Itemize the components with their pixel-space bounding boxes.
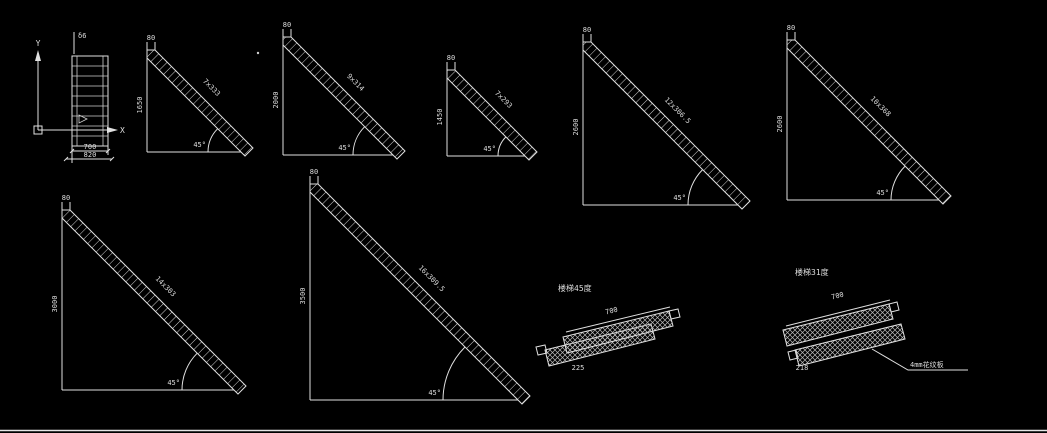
plan-title: 楼梯45度 [558,283,592,293]
thickness-label: δ6 [78,32,86,40]
width-dim-label: 700 [604,306,618,317]
width-dim-label: 700 [84,143,97,151]
top-dim-label: 80 [283,21,291,29]
angle-label: 45° [673,194,686,202]
height-dim-label: 2600 [776,116,784,133]
stringer-band [446,69,538,161]
height-dim-label: 3500 [299,288,307,305]
x-axis-label: X [120,126,125,135]
top-dim-label: 80 [787,24,795,32]
angle-arc [181,352,198,391]
material-note-label: 4mm花纹板 [910,360,944,369]
tread-plate [794,323,906,367]
angle-label: 45° [193,141,206,149]
tread-plate [782,303,894,347]
angle-arc [352,126,366,156]
height-dim-label: 3000 [51,296,59,313]
tread-plan-45: 楼梯45度 700 225 [535,283,681,372]
top-dim-label: 80 [147,34,155,42]
stringer-band [309,183,531,405]
stair-elevation-2000: 80 2000 9x314 45° [272,21,406,160]
height-dim-label: 1650 [136,97,144,114]
y-axis-label: Y [36,39,41,48]
stray-dot [256,51,260,55]
origin-marker [33,125,43,135]
axis-section-detail: Y X δ6 700 820 [33,32,260,163]
angle-arc [890,165,906,201]
end-tab [668,308,681,320]
stringer-band [582,41,751,210]
stair-elevation-1450: 80 1450 7x293 45° [436,54,538,161]
tread-dim-label: 9x314 [345,72,366,93]
height-dim-label: 2600 [572,119,580,136]
stringer-band [282,36,406,160]
angle-arc [497,136,507,157]
top-dim-label: 80 [62,194,70,202]
angle-arc [687,169,703,206]
angle-label: 45° [428,389,441,397]
height-dim-label: 1450 [436,109,444,126]
x-axis-arrow-icon [107,127,118,133]
section-outline [71,55,109,147]
stair-elevation-2600b: 80 2600 10x368 45° [776,24,952,205]
stair-elevation-2600a: 80 2600 12x306.5 45° [572,26,751,210]
width-dim-label: 700 [830,291,844,302]
angle-label: 45° [338,144,351,152]
tread-dim-label: 7x333 [201,77,222,98]
angle-label: 45° [876,189,889,197]
stair-elevation-3500: 80 3500 16x309.5 45° [299,168,531,405]
leader-line [871,348,968,371]
y-axis-arrow-icon [35,50,41,61]
stringer-band [61,209,247,395]
end-tab [535,344,548,356]
stringer-band [146,49,254,157]
top-dim-label: 80 [310,168,318,176]
stair-elevation-3000: 80 3000 14x303 45° [51,194,247,395]
end-tab [787,349,799,361]
slope-marker-icon [78,114,88,124]
end-tab [888,301,900,313]
angle-label: 45° [167,379,180,387]
stringer-band [786,39,952,205]
depth-dim-label: 218 [796,364,809,372]
angle-arc [207,128,219,153]
plan-title: 楼梯31度 [795,267,829,277]
top-dim-label: 80 [583,26,591,34]
tread-dim-label: 7x293 [493,89,514,110]
angle-label: 45° [483,145,496,153]
tread-plate [562,310,674,354]
tread-dim-label: 14x303 [154,275,178,299]
angle-arc [442,346,466,401]
top-dim-label: 80 [447,54,455,62]
overall-dim-label: 820 [84,151,97,159]
tread-dim-label: 10x368 [869,95,893,119]
tread-plan-31: 楼梯31度 700 218 4mm花纹板 [782,267,968,372]
stair-elevation-1650: 80 1650 7x333 45° [136,34,254,157]
depth-dim-label: 225 [572,364,585,372]
height-dim-label: 2000 [272,92,280,109]
